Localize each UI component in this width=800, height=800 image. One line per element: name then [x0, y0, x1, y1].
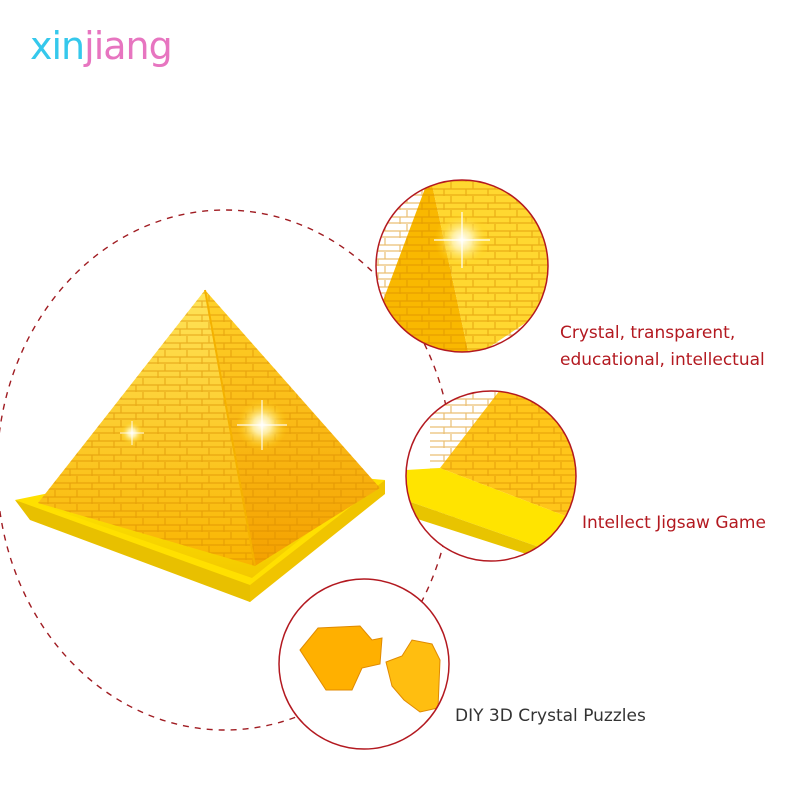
- detail-circle-base: [405, 390, 577, 562]
- feature-crystal-text: Crystal, transparent, educational, intel…: [560, 320, 765, 374]
- feature-crystal-line2: educational, intellectual: [560, 350, 765, 370]
- feature-diy-text: DIY 3D Crystal Puzzles: [455, 703, 646, 730]
- logo-part-xin: xin: [30, 24, 85, 68]
- detail-circle-pieces: [278, 578, 450, 750]
- feature-diy-line1: DIY 3D Crystal Puzzles: [455, 706, 646, 726]
- pyramid-image: [15, 289, 385, 602]
- brand-logo: xinjiang: [30, 24, 173, 68]
- logo-part-jiang: jiang: [84, 24, 173, 68]
- feature-jigsaw-text: Intellect Jigsaw Game: [582, 510, 766, 537]
- feature-crystal-line1: Crystal, transparent,: [560, 323, 736, 343]
- detail-circle-apex: [375, 179, 549, 353]
- feature-jigsaw-line1: Intellect Jigsaw Game: [582, 513, 766, 533]
